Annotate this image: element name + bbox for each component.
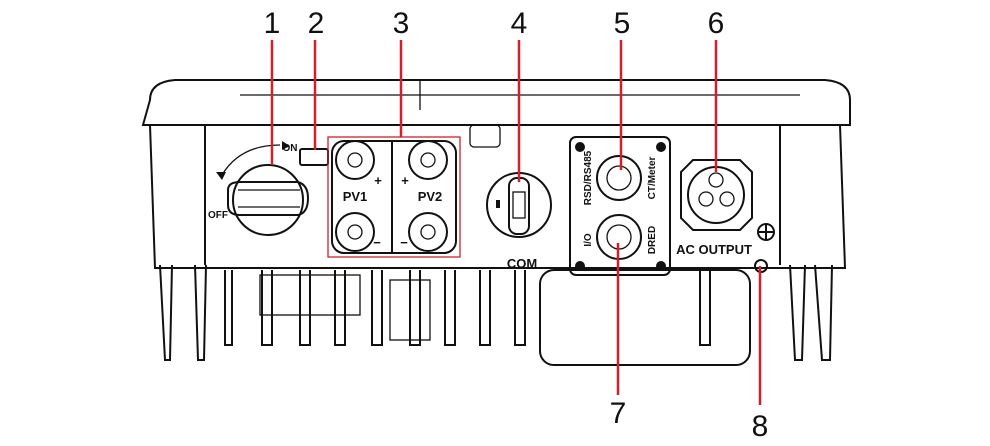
callout-2: 2 [308, 7, 325, 40]
ac-output-label: AC OUTPUT [676, 242, 752, 257]
switch-off-label: OFF [208, 210, 228, 221]
ground-icon [757, 223, 775, 241]
callout-8: 8 [752, 410, 769, 443]
callout-6: 6 [708, 7, 725, 40]
callout-lines [270, 40, 762, 405]
communication-panel[interactable]: RSD/RS485 CT/Meter I/O DRED [569, 136, 671, 276]
ac-output-connector[interactable]: AC OUTPUT [676, 159, 753, 257]
io-label: I/O [583, 233, 594, 247]
breather-valve [299, 148, 329, 166]
heatsink-fins [159, 264, 833, 366]
pv2-label: PV2 [418, 189, 443, 204]
callout-3: 3 [393, 7, 410, 40]
pv1-label: PV1 [343, 189, 368, 204]
pv1-plus: + [374, 173, 382, 188]
com-port[interactable]: COM [486, 172, 552, 271]
pv1-minus: − [373, 235, 381, 250]
dred-label: DRED [647, 226, 658, 254]
inverter-housing [141, 79, 851, 269]
callout-4: 4 [511, 7, 528, 40]
callout-5: 5 [614, 7, 631, 40]
pv2-plus: + [401, 173, 409, 188]
rsd-rs485-label: RSD/RS485 [583, 150, 594, 205]
pv2-minus: − [400, 235, 408, 250]
pv-connectors[interactable]: PV1 PV2 + + − − [327, 136, 461, 258]
switch-on-label: ON [283, 143, 298, 154]
callout-7: 7 [610, 397, 627, 430]
dc-switch[interactable]: ON OFF [208, 141, 310, 236]
com-label: COM [507, 256, 537, 271]
ct-meter-label: CT/Meter [647, 157, 658, 200]
callout-1: 1 [264, 7, 281, 40]
